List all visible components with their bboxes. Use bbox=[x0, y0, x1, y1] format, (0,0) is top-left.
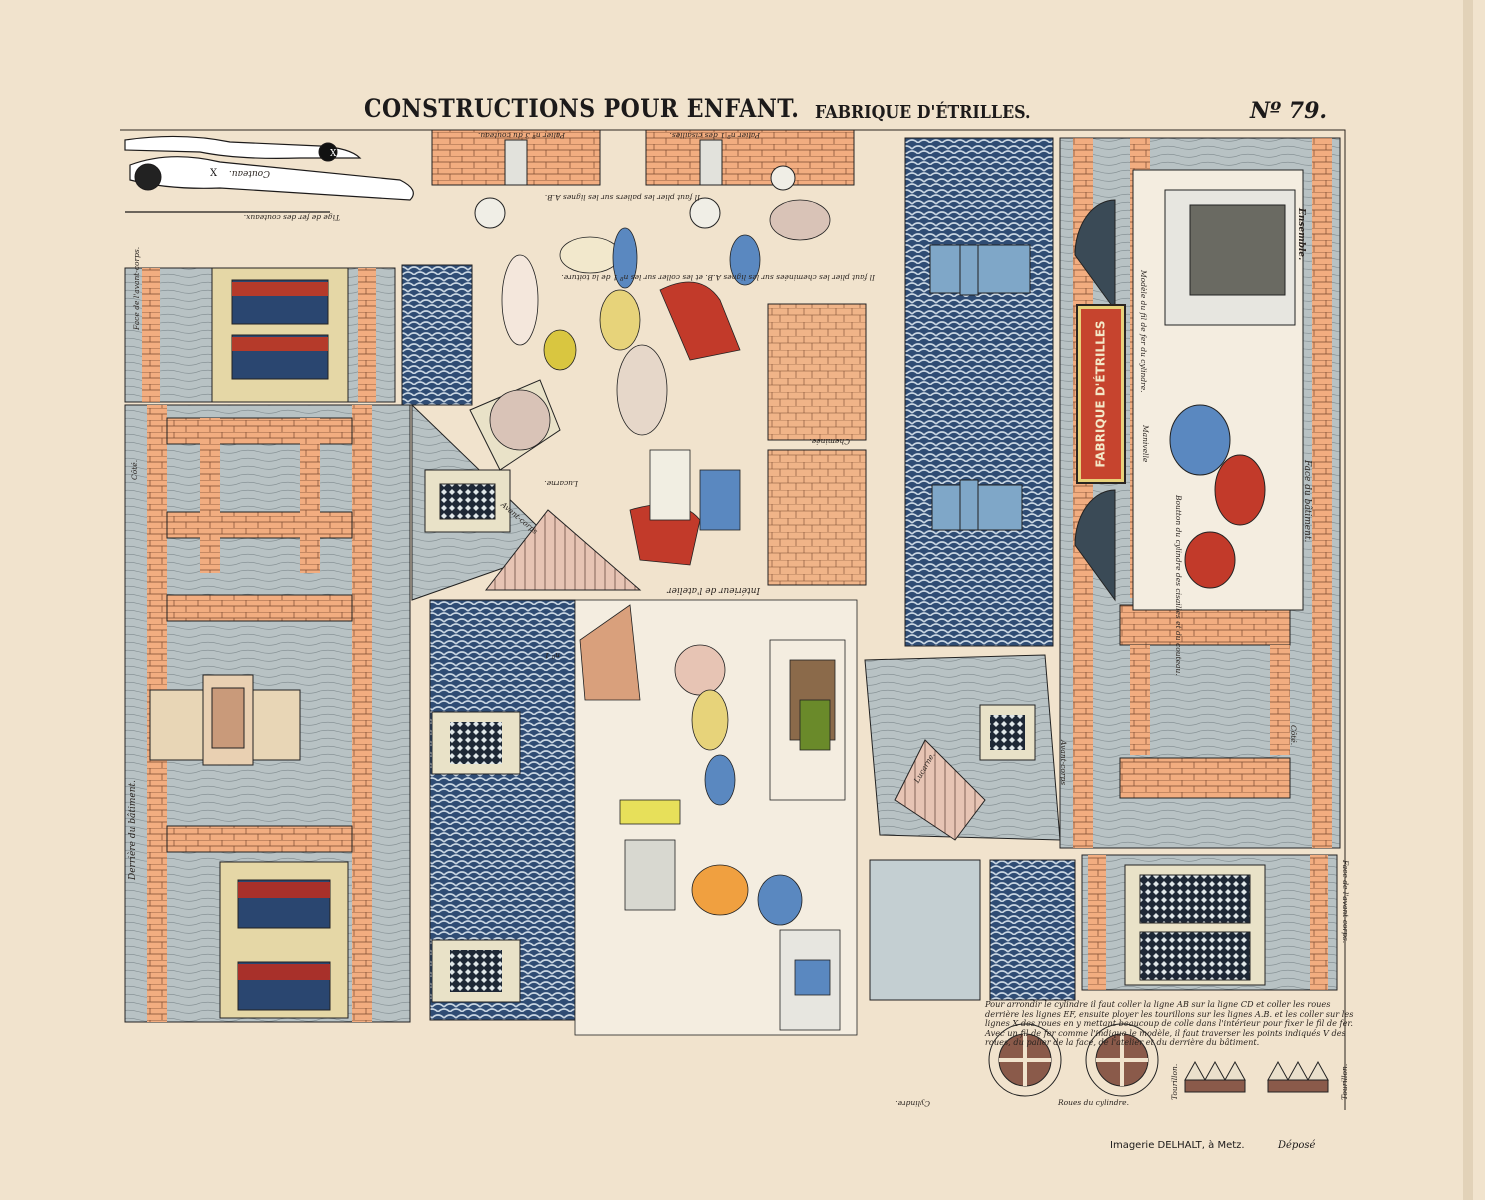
depose-mark: Déposé bbox=[1278, 1140, 1316, 1151]
label-modele: Modèle du fil de fer du cylindre. bbox=[1139, 270, 1148, 393]
workshop-interior bbox=[574, 599, 858, 1036]
label-cote-2: Côté. bbox=[1289, 725, 1298, 746]
printer-credit: Imagerie DELHALT, à Metz. bbox=[1110, 1140, 1245, 1151]
page-subtitle: FABRIQUE D'ÉTRILLES. bbox=[815, 102, 1031, 123]
roof-piece bbox=[401, 264, 473, 406]
assembly-instructions: Pour arrondir le cylindre il faut coller… bbox=[985, 999, 1354, 1048]
shears-drawing: X X bbox=[124, 135, 414, 213]
tourillon-pieces bbox=[1184, 1060, 1329, 1093]
label-ensemble: Ensemble. bbox=[1296, 208, 1306, 261]
label-cote: Côté. bbox=[130, 459, 139, 480]
palier-pieces bbox=[431, 129, 855, 229]
label-tige: Tige de fer des couteaux. bbox=[243, 213, 340, 222]
label-interieur: Intérieur de l'atelier bbox=[667, 585, 760, 595]
label-n1: nº 1 bbox=[544, 651, 560, 660]
avant-corps-face-piece bbox=[124, 267, 396, 403]
factory-sign: FABRIQUE D'ÉTRILLES bbox=[1076, 304, 1126, 484]
label-palier-1: Palier nº 1 des cisailles. bbox=[669, 131, 760, 140]
label-tourillon: Tourillon. bbox=[1170, 1063, 1179, 1100]
label-roues: Roues du cylindre. bbox=[1058, 1098, 1129, 1107]
label-lucarne: Lucarne. bbox=[544, 479, 578, 488]
factory-sign-text: FABRIQUE D'ÉTRILLES bbox=[1094, 320, 1109, 468]
page-title: CONSTRUCTIONS POUR ENFANT. bbox=[364, 94, 800, 123]
label-boutton: Boutton du cylindre des cisailles et du … bbox=[1174, 495, 1183, 676]
svg-text:X: X bbox=[210, 168, 218, 179]
label-plier-cheminees: Il faut plier les cheminées sur les lign… bbox=[561, 273, 875, 282]
label-manivelle: Manivelle bbox=[1141, 425, 1150, 463]
label-cheminee: Cheminée. bbox=[809, 437, 850, 446]
chimney-pieces bbox=[767, 303, 867, 586]
label-cylindre: Cylindre. bbox=[895, 1099, 930, 1108]
building-front-piece bbox=[1059, 137, 1341, 849]
label-face-avant-corps: Face de l'avant-corps. bbox=[132, 246, 141, 330]
label-plier-paliers: Il faut plier les paliers sur les lignes… bbox=[544, 193, 700, 202]
plate-number: Nº 79. bbox=[1250, 98, 1328, 124]
label-face-avant-corps-2: Face de l'avant-corps. bbox=[1341, 860, 1350, 944]
cylinder-wheels bbox=[988, 1023, 1159, 1097]
avant-corps-face-right bbox=[1081, 854, 1338, 991]
svg-text:X: X bbox=[330, 149, 337, 159]
label-tourillon-2: Tourillon. bbox=[1340, 1063, 1349, 1100]
main-roof-piece bbox=[429, 599, 576, 1021]
figures-cutout bbox=[489, 199, 831, 566]
label-couteau: Couteau. bbox=[228, 168, 270, 178]
label-palier-3: Palier nº 3 du couteau. bbox=[478, 131, 565, 140]
central-roof-piece bbox=[904, 137, 1054, 647]
back-wall-piece bbox=[124, 404, 411, 1023]
label-derriere: Derrière du bâtiment. bbox=[128, 779, 138, 880]
lucarne-right bbox=[864, 654, 1061, 841]
label-face-batiment: Face du bâtiment. bbox=[1302, 460, 1312, 543]
cylinder-piece bbox=[869, 859, 1076, 1001]
label-avant-corps-2: Avant-corps bbox=[1059, 740, 1068, 786]
